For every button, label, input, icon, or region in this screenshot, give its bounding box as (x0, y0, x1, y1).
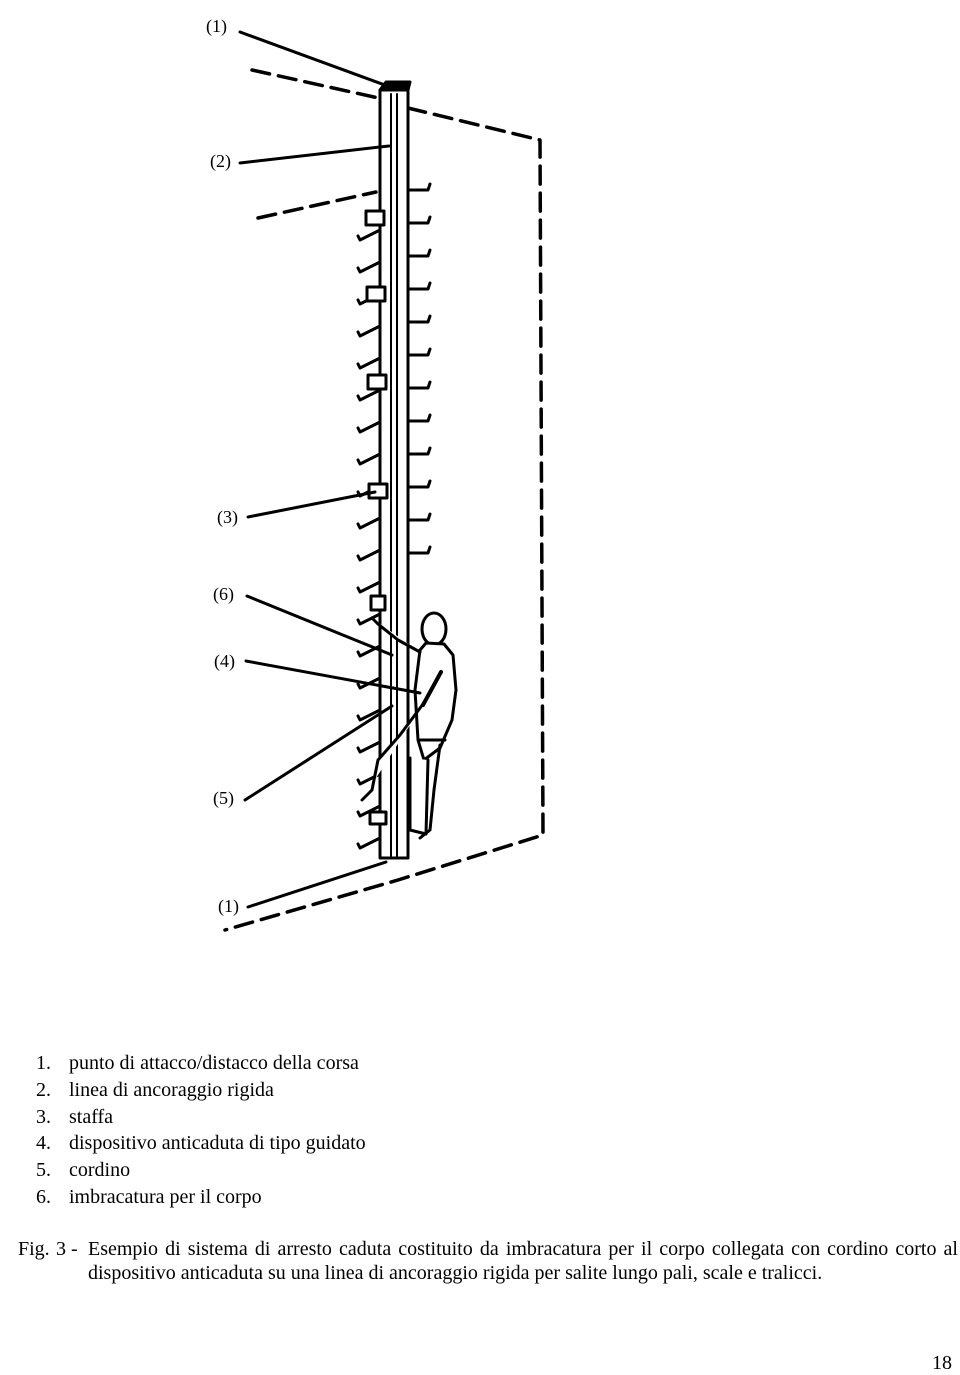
rung-right (406, 182, 432, 192)
legend-text: dispositivo anticaduta di tipo guidato (69, 1132, 366, 1155)
rung-left (356, 676, 382, 690)
legend-text: cordino (69, 1159, 131, 1182)
legend-item: 4. dispositivo anticaduta di tipo guidato (36, 1130, 366, 1157)
ladder-rungs-left (356, 228, 382, 850)
callout-2: (2) (210, 151, 231, 171)
legend-number: 3. (36, 1105, 51, 1128)
rung-left (356, 452, 382, 466)
legend-number: 6. (36, 1185, 51, 1208)
rung-left (356, 420, 382, 434)
rung-right (406, 512, 432, 522)
legend-item: 2. linea di ancoraggio rigida (36, 1077, 366, 1104)
rung-left (356, 644, 382, 658)
legend-number: 2. (36, 1078, 51, 1101)
legend-item: 1. punto di attacco/distacco della corsa (36, 1050, 366, 1077)
rung-left (356, 836, 382, 850)
legend-number: 5. (36, 1159, 51, 1182)
caption-number: 3 - (56, 1238, 78, 1260)
rung-right (406, 545, 432, 555)
legend-item: 6. imbracatura per il corpo (36, 1184, 366, 1211)
legend-item: 5. cordino (36, 1157, 366, 1184)
climber-figure (360, 611, 458, 840)
legend-number: 1. (36, 1052, 51, 1074)
rung-right (406, 314, 432, 324)
rung-right (406, 446, 432, 456)
legend-text: staffa (69, 1105, 114, 1128)
legend-text: punto di attacco/distacco della corsa (69, 1052, 359, 1074)
page-number: 18 (932, 1352, 952, 1374)
rung-left (356, 260, 382, 274)
callout-leaders (238, 30, 422, 909)
legend-number: 4. (36, 1132, 51, 1155)
callout-1-bottom: (1) (218, 896, 239, 916)
callout-3: (3) (217, 507, 238, 527)
rung-right (406, 347, 432, 357)
callout-4: (4) (214, 651, 235, 671)
rung-left (356, 228, 382, 242)
rung-left (356, 516, 382, 530)
rung-right (406, 248, 432, 258)
rung-left (356, 324, 382, 338)
caption-label: Fig. (18, 1238, 50, 1260)
structure-outline (223, 68, 545, 932)
figure-legend: 1.punto di attacco/distacco della corsa … (36, 1050, 366, 1211)
fall-arrest-ladder-illustration (223, 30, 545, 932)
ladder-rungs-right (406, 182, 432, 555)
rung-left (356, 708, 382, 722)
rung-left (356, 804, 382, 818)
caption-text: Esempio di sistema di arresto caduta cos… (88, 1238, 958, 1284)
legend-text: linea di ancoraggio rigida (69, 1078, 274, 1101)
rung-left (356, 356, 382, 370)
callout-1-top: (1) (206, 16, 227, 36)
legend-item: 3. staffa (36, 1104, 366, 1131)
rung-left (356, 580, 382, 594)
rung-right (406, 215, 432, 225)
rung-left (356, 548, 382, 562)
callout-6: (6) (213, 584, 234, 604)
figure-caption: Fig. 3 - Esempio di sistema di arresto c… (18, 1237, 958, 1285)
rung-right (406, 413, 432, 423)
rung-left (356, 388, 382, 402)
rung-right (406, 281, 432, 291)
rung-right (406, 479, 432, 489)
legend-text: imbracatura per il corpo (69, 1185, 262, 1208)
brackets (364, 209, 389, 826)
callout-5: (5) (213, 788, 234, 808)
rung-right (406, 380, 432, 390)
rung-left (356, 740, 382, 754)
